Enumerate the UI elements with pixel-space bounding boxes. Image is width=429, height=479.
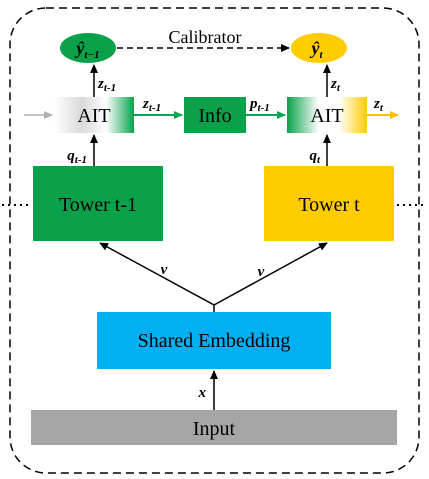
edge-z-curr-up-label: zt: [330, 76, 341, 94]
edge-p-prev-label: pt-1: [248, 96, 270, 114]
edge-z-prev-up-base: z: [97, 76, 104, 92]
outer-dashed-frame: [9, 7, 420, 474]
edge-z-prev-out-sub: t-1: [149, 102, 161, 114]
edge-q-curr-label: qt: [309, 148, 321, 166]
shared-embedding-box: [97, 312, 331, 369]
edge-q-prev-sub: t-1: [75, 154, 87, 166]
info-box: [184, 97, 246, 133]
ait-curr-box: [287, 97, 367, 133]
edge-p-prev-base: p: [248, 96, 258, 112]
edge-z-prev-up-label: zt-1: [97, 76, 116, 94]
tower-prev-box: [33, 166, 163, 241]
tower-curr-label: Tower t: [298, 194, 360, 216]
input-box: [31, 410, 397, 445]
edge-q-curr-base: q: [309, 148, 317, 164]
edge-z-curr-up-sub: t: [337, 82, 341, 94]
edge-z-curr-out-label: zt: [373, 96, 384, 114]
edge-q-curr-sub: t: [317, 154, 321, 166]
y-hat-curr-label: ŷt: [309, 38, 323, 61]
edge-z-prev-out-label: zt-1: [142, 96, 161, 114]
y-hat-curr-base: ŷ: [309, 38, 320, 58]
y-hat-prev-sub: t−1: [84, 49, 99, 61]
info-label: Info: [198, 105, 231, 127]
edge-calibrator-label: Calibrator: [169, 27, 242, 47]
edge-z-curr-up-base: z: [330, 76, 337, 92]
shared-embedding-label: Shared Embedding: [138, 330, 291, 352]
ait-curr-label: AIT: [310, 105, 343, 127]
edge-x-label: x: [198, 385, 207, 401]
edge-p-prev-sub: t-1: [258, 102, 270, 114]
y-hat-curr-sub: t: [319, 49, 323, 61]
edge-z-curr-out-sub: t: [380, 102, 384, 114]
y-hat-prev-base: ŷ: [74, 38, 85, 58]
edge-q-prev-base: q: [67, 148, 75, 164]
calibrator-label-bg: [145, 28, 265, 46]
edge-v-left-label: v: [161, 262, 168, 278]
edge-embedding-to-tower-curr: [213, 242, 328, 306]
y-hat-prev-label: ŷt−1: [74, 38, 99, 61]
edge-embedding-to-tower-prev: [99, 242, 215, 312]
tower-prev-label: Tower t-1: [59, 194, 137, 216]
y-hat-prev-node: [60, 33, 116, 63]
edge-z-prev-out-base: z: [142, 96, 149, 112]
tower-curr-box: [264, 166, 394, 241]
edge-v-right-label: v: [258, 264, 265, 280]
edge-q-prev-label: qt-1: [67, 148, 87, 166]
ait-prev-label: AIT: [77, 105, 110, 127]
ait-prev-box: [54, 97, 134, 133]
y-hat-curr-node: [291, 33, 347, 63]
input-label: Input: [193, 418, 236, 440]
edge-z-curr-out-base: z: [373, 96, 380, 112]
edge-z-prev-up-sub: t-1: [104, 82, 116, 94]
